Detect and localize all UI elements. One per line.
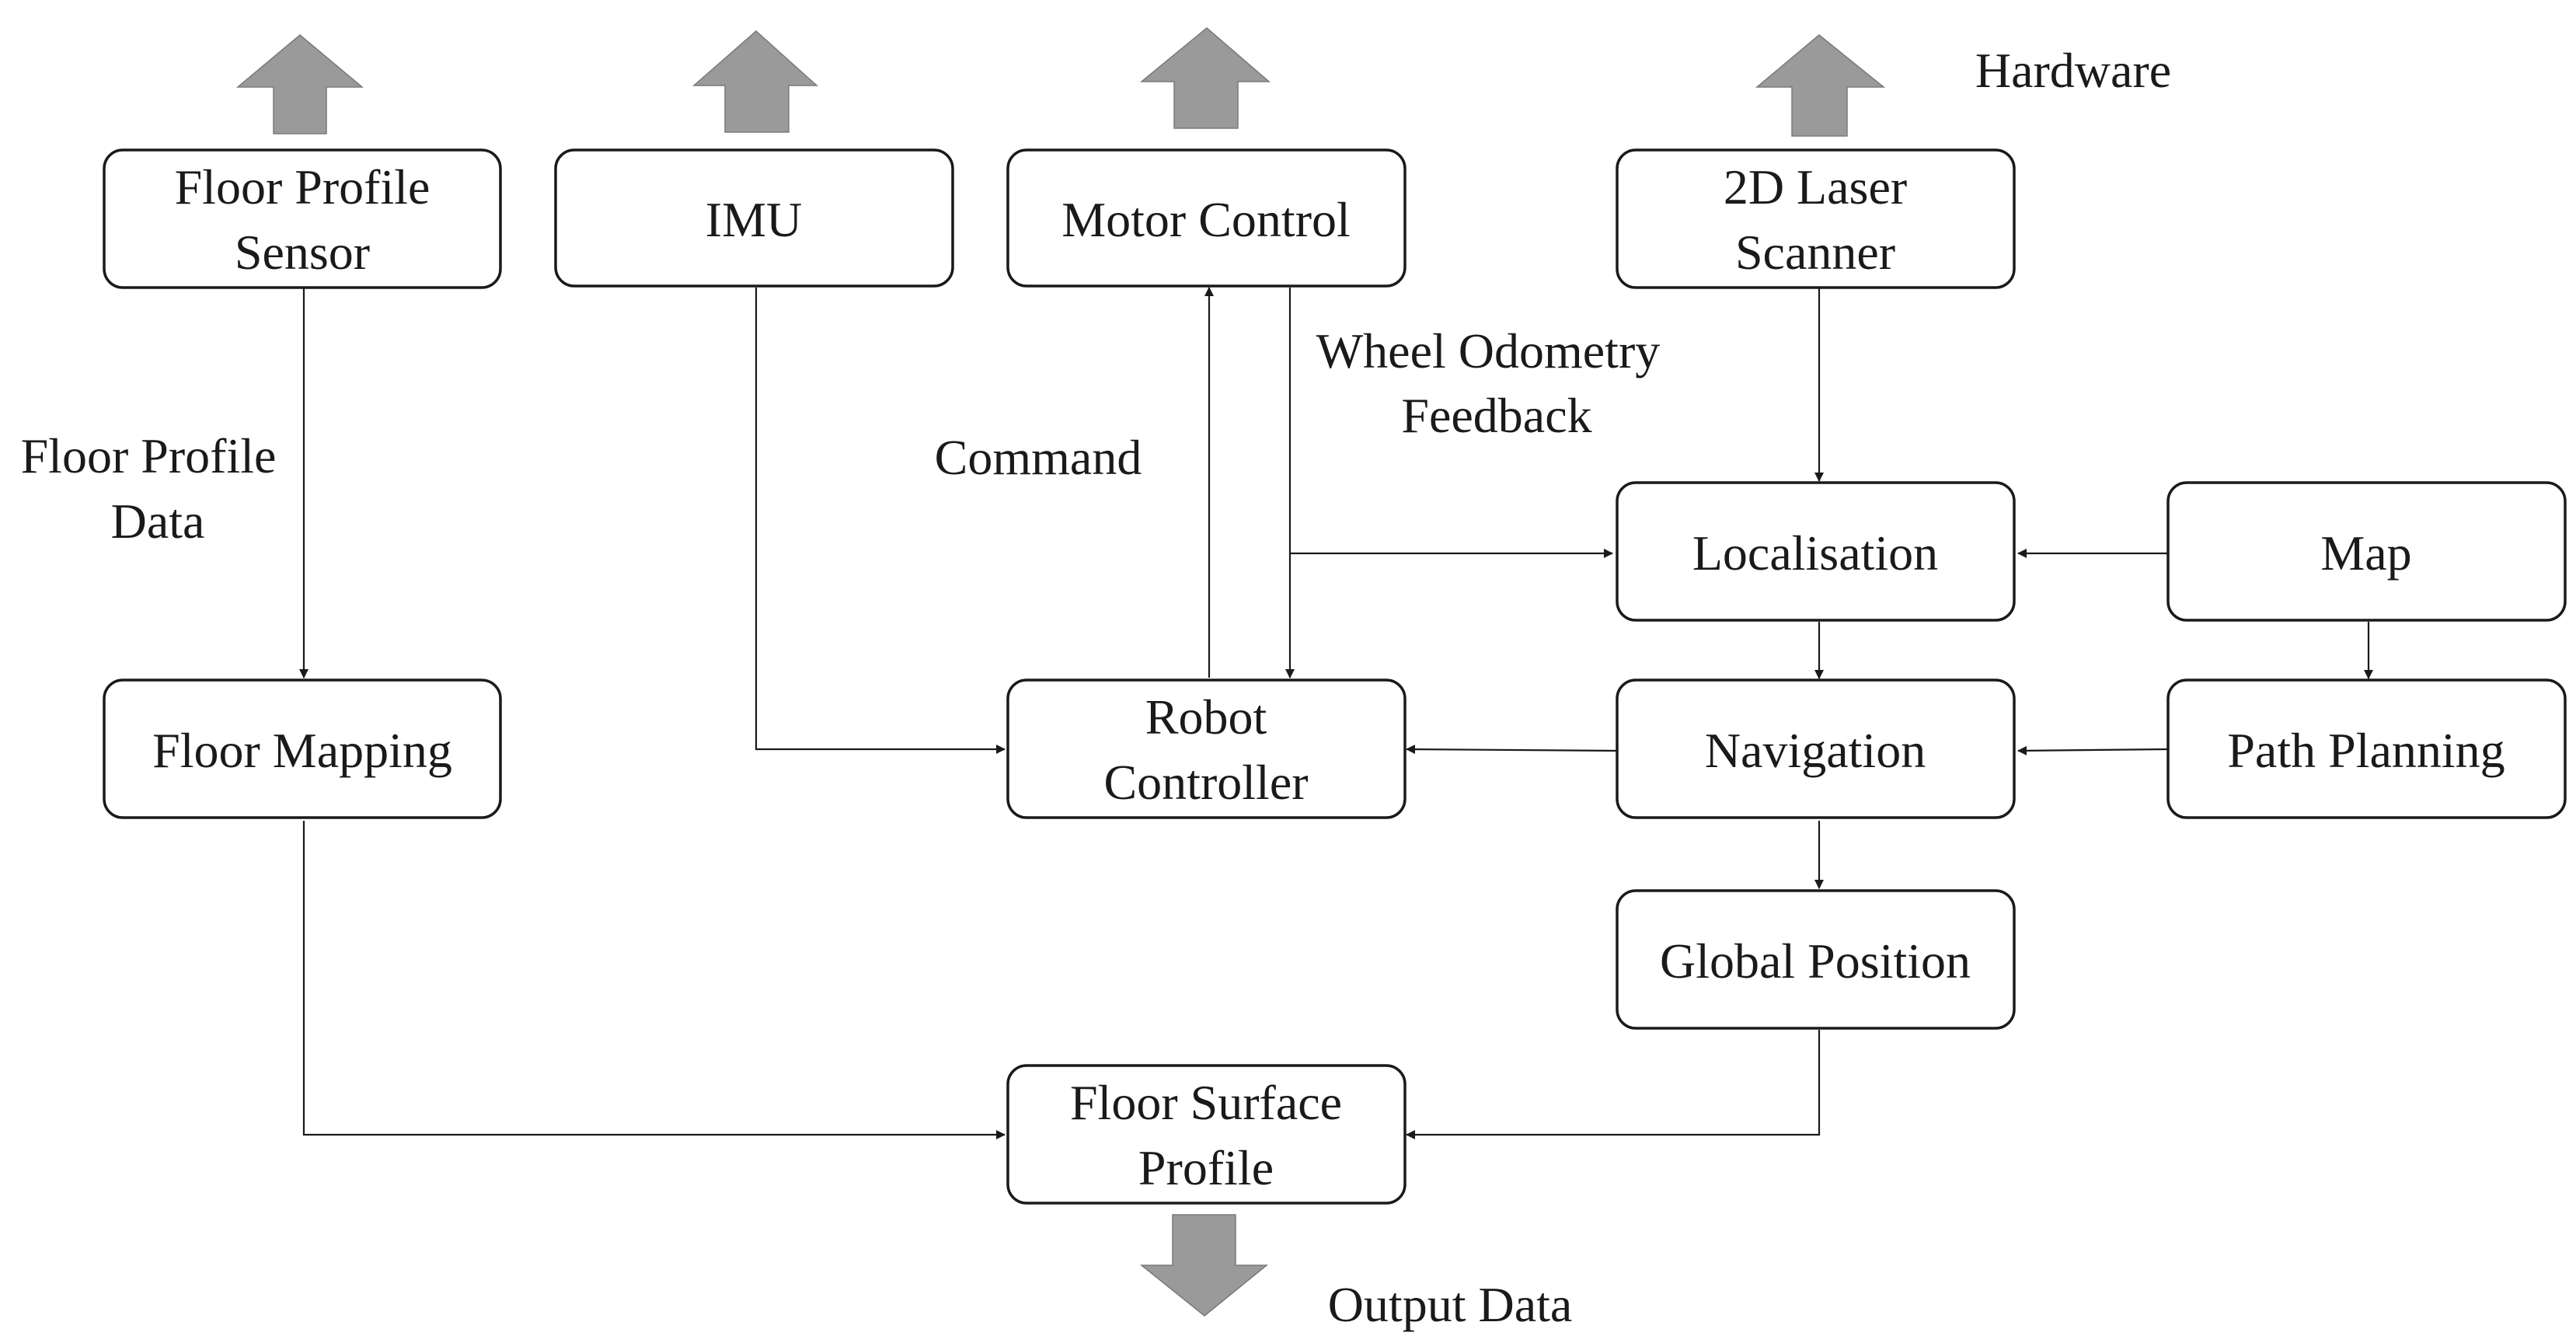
edge-global-position-to-floor-surface-profile — [1406, 1030, 1821, 1139]
label-floor-profile-data-line-2: Data — [111, 494, 205, 549]
node-map-label: Map — [2320, 525, 2411, 581]
output-data-arrow — [1139, 1214, 1269, 1317]
node-localisation-label: Localisation — [1692, 525, 1938, 581]
node-robot-controller-line-2: Controller — [1103, 755, 1308, 810]
node-robot-controller: Robot Controller — [1006, 678, 1407, 819]
label-wheel-odometry-line-1: Wheel Odometry — [1316, 323, 1661, 378]
edge-imu-to-robot-controller — [755, 288, 1006, 754]
node-localisation: Localisation — [1616, 481, 2016, 622]
node-map: Map — [2166, 481, 2567, 622]
node-floor-mapping: Floor Mapping — [103, 678, 502, 819]
node-motor-control: Motor Control — [1006, 148, 1407, 288]
label-hardware: Hardware — [1975, 43, 2171, 98]
hardware-arrow-motor-control — [1139, 27, 1271, 129]
node-floor-profile-sensor: Floor Profile Sensor — [103, 148, 502, 289]
node-floor-profile-sensor-line-2: Sensor — [235, 225, 370, 280]
node-floor-surface-profile-line-2: Profile — [1138, 1140, 1274, 1195]
labels: Hardware Floor Profile Data Command Whee… — [21, 43, 2172, 1332]
edge-floor-mapping-to-floor-surface-profile — [302, 821, 1006, 1139]
node-motor-control-label: Motor Control — [1061, 192, 1351, 247]
label-output-data: Output Data — [1328, 1277, 1573, 1332]
hardware-arrows — [235, 27, 1886, 137]
edge-path-planning-to-navigation — [2017, 745, 2169, 755]
node-floor-mapping-label: Floor Mapping — [152, 723, 452, 778]
hardware-arrow-floor-profile-sensor — [235, 34, 364, 134]
node-navigation: Navigation — [1616, 678, 2016, 819]
node-robot-controller-line-1: Robot — [1145, 689, 1267, 745]
node-floor-surface-profile: Floor Surface Profile — [1006, 1064, 1407, 1205]
edge-navigation-to-robot-controller — [1406, 745, 1619, 755]
node-floor-profile-sensor-line-1: Floor Profile — [175, 159, 430, 215]
edges — [299, 287, 2373, 1139]
node-global-position: Global Position — [1616, 889, 2016, 1030]
label-wheel-odometry-line-2: Feedback — [1401, 388, 1591, 443]
node-path-planning-label: Path Planning — [2227, 723, 2505, 778]
hardware-arrow-imu — [692, 30, 818, 133]
label-floor-profile-data-line-1: Floor Profile — [21, 428, 277, 483]
hardware-arrow-laser-scanner — [1755, 34, 1886, 137]
nodes: Floor Profile Sensor IMU Motor Control 2… — [103, 148, 2567, 1205]
node-path-planning: Path Planning — [2166, 678, 2567, 819]
label-command: Command — [935, 430, 1142, 485]
node-imu-label: IMU — [706, 192, 802, 247]
node-imu: IMU — [554, 148, 954, 288]
node-floor-surface-profile-line-1: Floor Surface — [1070, 1075, 1342, 1130]
node-laser-scanner-line-2: Scanner — [1735, 225, 1895, 280]
node-laser-scanner: 2D Laser Scanner — [1616, 148, 2016, 289]
node-laser-scanner-line-1: 2D Laser — [1724, 159, 1907, 215]
node-global-position-label: Global Position — [1660, 933, 1971, 989]
node-navigation-label: Navigation — [1705, 723, 1926, 778]
